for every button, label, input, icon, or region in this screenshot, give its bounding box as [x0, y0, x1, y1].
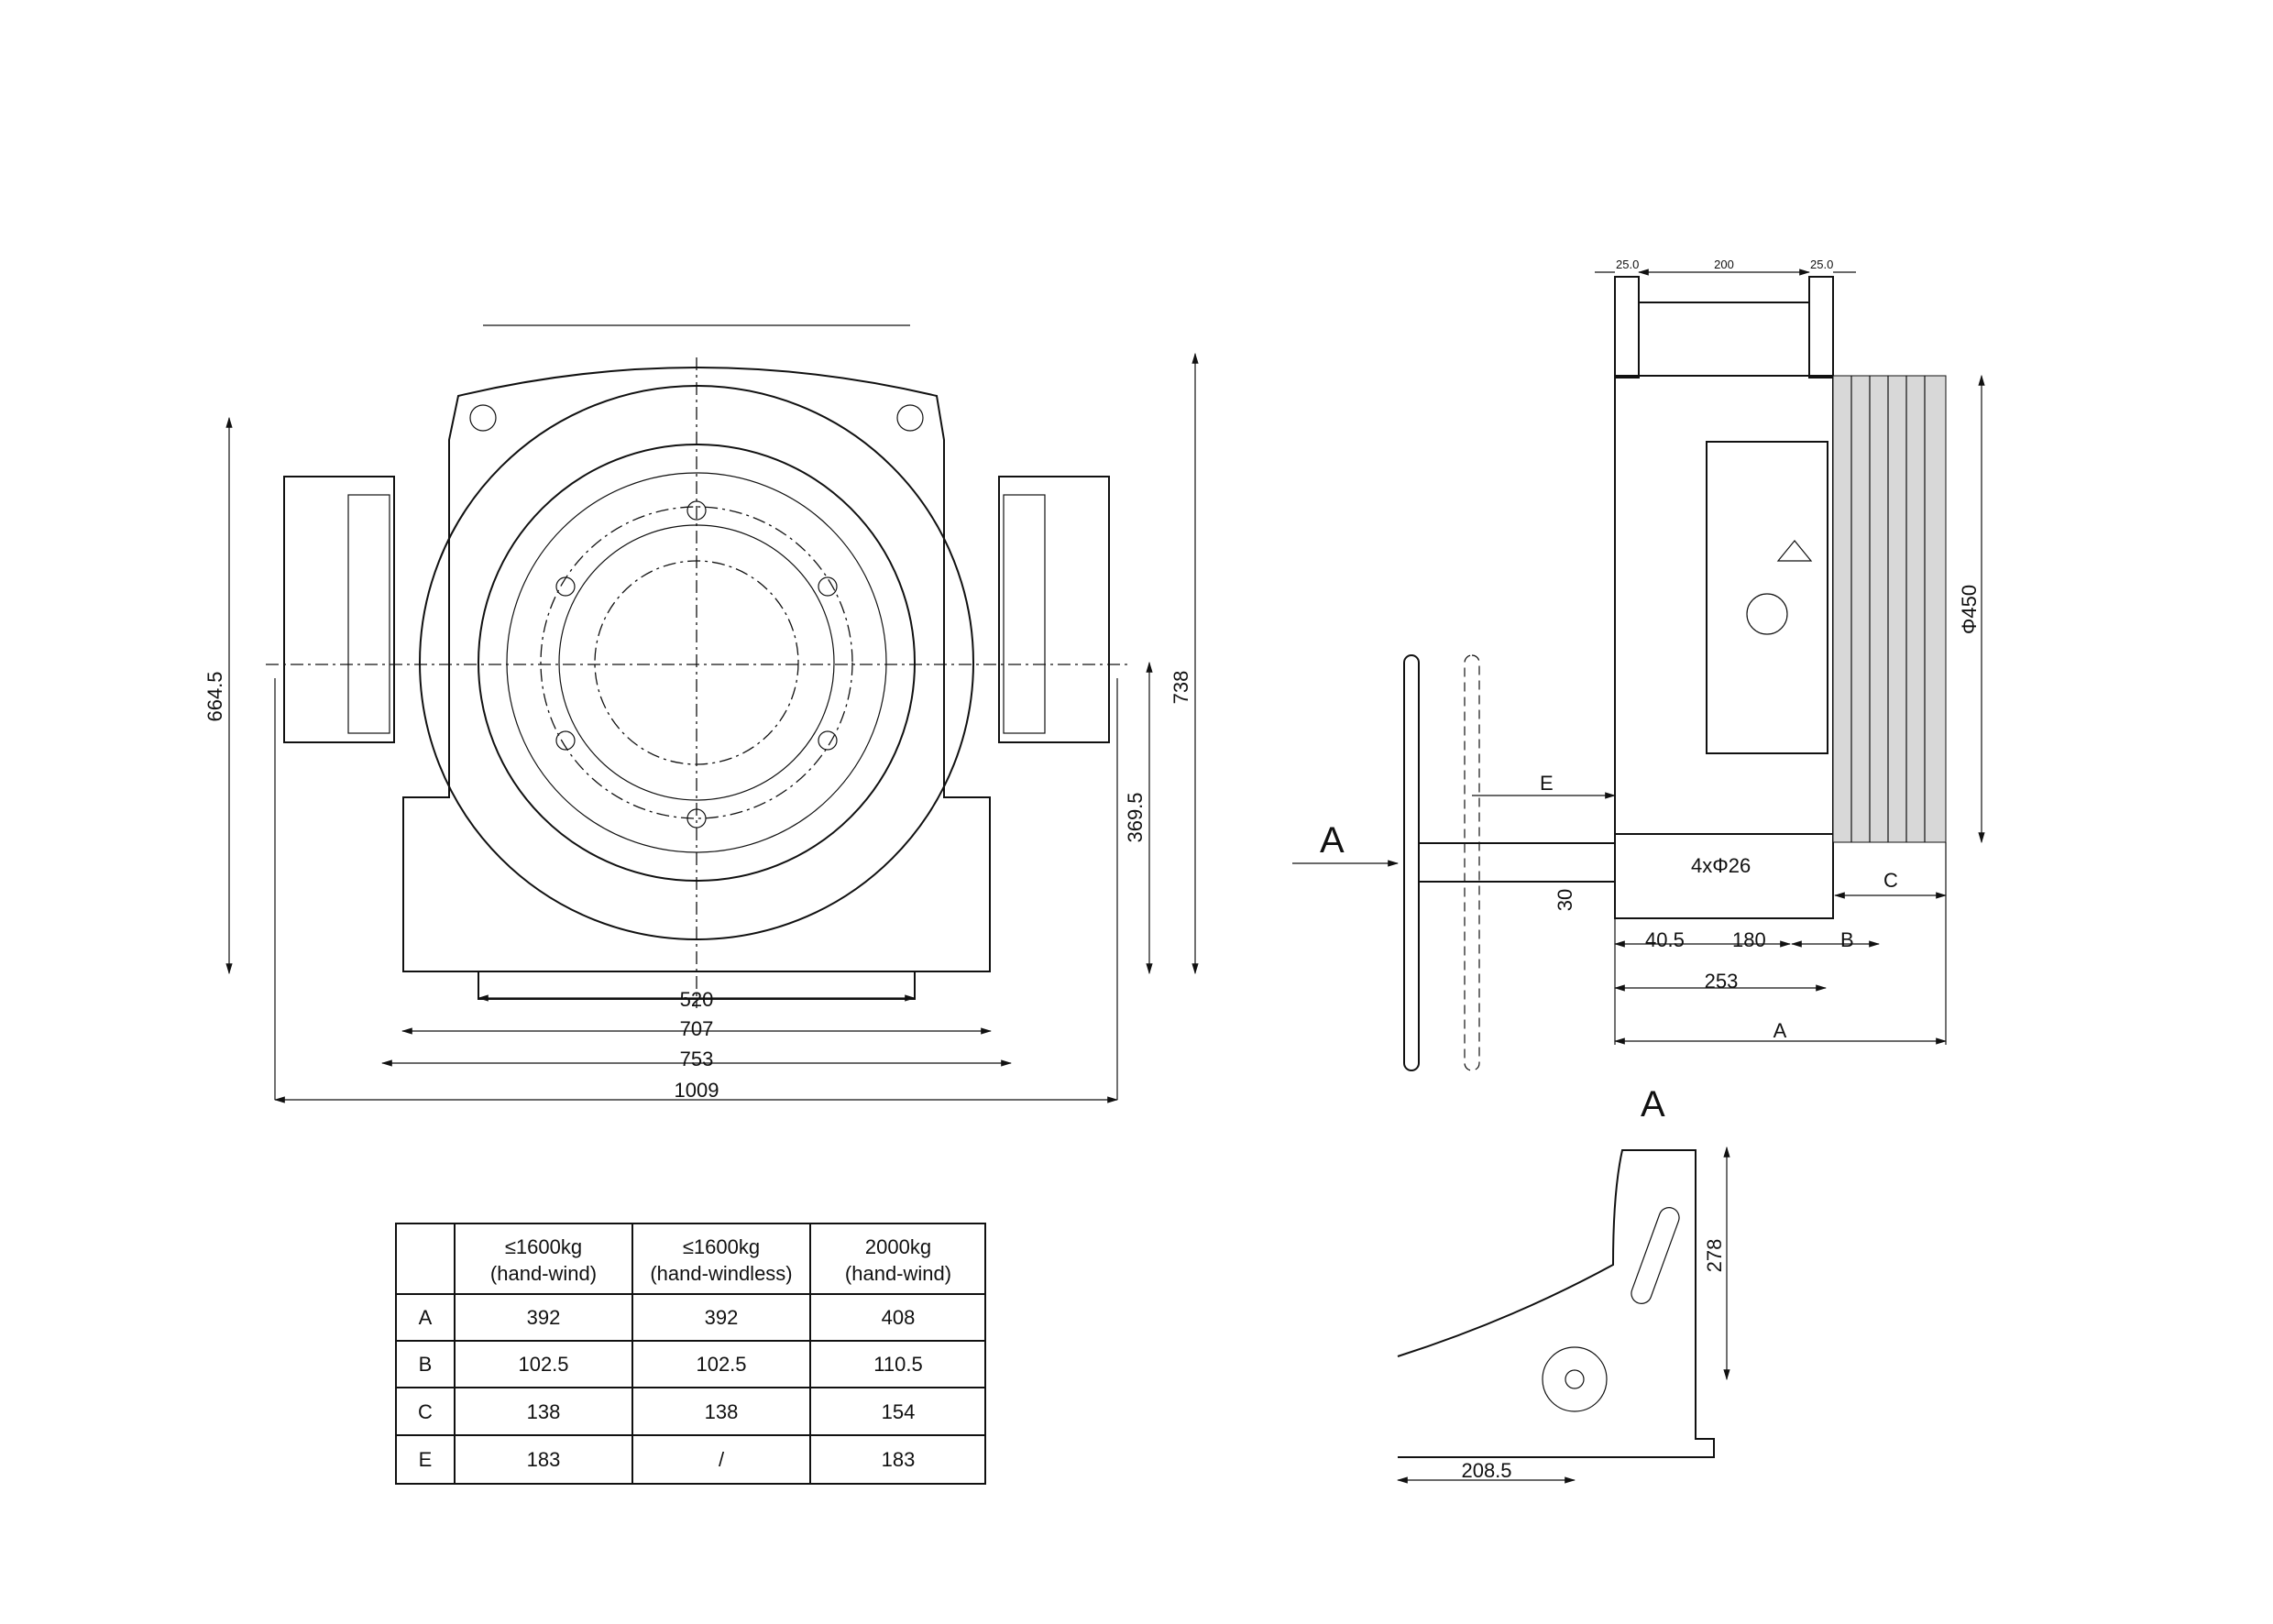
cell: 138	[527, 1400, 561, 1423]
detail-view-a: A 278 208.5	[1396, 1084, 1730, 1484]
cell: 183	[882, 1448, 916, 1471]
cell: 102.5	[518, 1353, 568, 1376]
view-arrow-label: A	[1320, 820, 1345, 861]
dim-C: C	[1883, 869, 1898, 892]
cell: 392	[527, 1306, 561, 1329]
dim-707: 707	[680, 1017, 714, 1040]
dim-278: 278	[1703, 1239, 1726, 1273]
dim-738: 738	[1169, 671, 1192, 705]
dim-phi450: Φ450	[1958, 585, 1981, 634]
front-view: 520 707 753 1009 664.5 738 369.5	[203, 324, 1199, 1103]
row-label: E	[419, 1448, 433, 1471]
table-row: C 138 138 154	[418, 1400, 915, 1423]
dim-200: 200	[1714, 258, 1734, 271]
cell: 110.5	[873, 1353, 922, 1376]
dim-E: E	[1540, 772, 1554, 795]
header-col3-line2: (hand-wind)	[845, 1262, 951, 1285]
dim-253: 253	[1705, 970, 1739, 993]
cell: 138	[705, 1400, 739, 1423]
dim-25-left: 25.0	[1616, 258, 1639, 271]
handwheel	[1403, 654, 1615, 1071]
cell: 102.5	[696, 1353, 746, 1376]
dim-A: A	[1773, 1019, 1787, 1042]
encoder-box	[1706, 441, 1828, 754]
cell: 154	[882, 1400, 916, 1423]
cell: 408	[882, 1306, 916, 1329]
dim-4xphi26: 4xΦ26	[1691, 854, 1751, 877]
side-view: A 25.0 200 25.0 Φ450 E 4xΦ26 30 40.5 180…	[1292, 258, 1985, 1071]
table-row: B 102.5 102.5 110.5	[419, 1353, 923, 1376]
cell: 392	[705, 1306, 739, 1329]
row-label: C	[418, 1400, 433, 1423]
dim-1009: 1009	[675, 1079, 719, 1102]
detail-title: A	[1641, 1084, 1665, 1125]
dim-520: 520	[680, 988, 714, 1011]
dim-180: 180	[1732, 928, 1766, 951]
brake-left	[283, 476, 395, 743]
header-col1-line1: ≤1600kg	[505, 1235, 582, 1258]
dim-25-right: 25.0	[1810, 258, 1833, 271]
row-label: A	[419, 1306, 433, 1329]
dim-753: 753	[680, 1048, 714, 1070]
row-label: B	[419, 1353, 433, 1376]
dim-208-5: 208.5	[1461, 1459, 1511, 1482]
dim-30: 30	[1554, 889, 1576, 911]
header-col2-line2: (hand-windless)	[650, 1262, 792, 1285]
dim-664-5: 664.5	[203, 671, 226, 721]
table-row: E 183 / 183	[419, 1448, 916, 1471]
base	[1614, 833, 1834, 919]
motor-housing	[402, 367, 991, 972]
table-row: A 392 392 408	[419, 1306, 916, 1329]
brake-right	[998, 476, 1110, 743]
header-col2-line1: ≤1600kg	[683, 1235, 760, 1258]
dim-369-5: 369.5	[1124, 792, 1147, 842]
dim-B: B	[1840, 928, 1854, 951]
header-col3-line1: 2000kg	[865, 1235, 931, 1258]
dimension-table: ≤1600kg (hand-wind) ≤1600kg (hand-windle…	[395, 1223, 986, 1485]
traction-sheave	[1832, 375, 1947, 843]
cell: 183	[527, 1448, 561, 1471]
cell: /	[719, 1448, 725, 1471]
dim-40-5: 40.5	[1645, 928, 1685, 951]
detail-bracket	[1397, 1149, 1715, 1458]
bolt-holes	[555, 500, 838, 828]
header-col1-line2: (hand-wind)	[490, 1262, 597, 1285]
